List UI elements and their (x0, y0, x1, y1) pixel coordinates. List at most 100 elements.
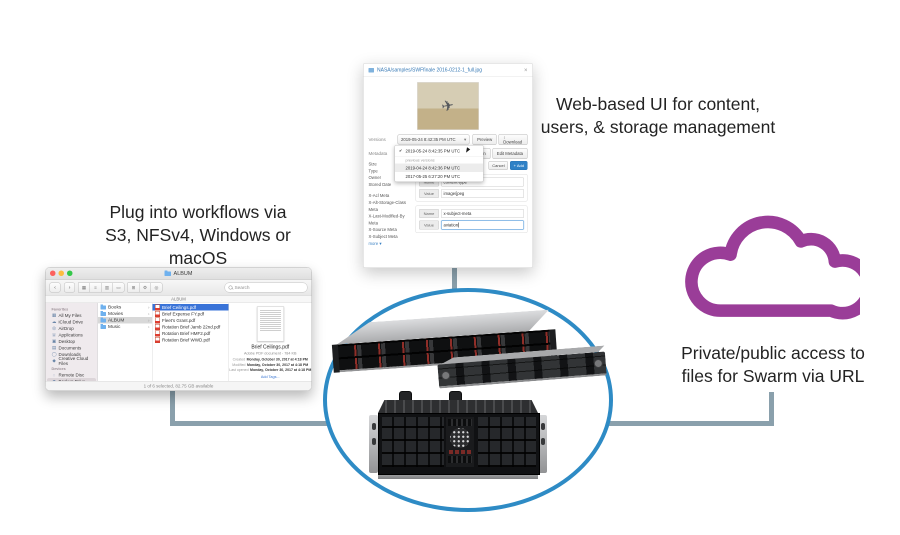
folder-row[interactable]: Music › (98, 323, 152, 331)
sidebar-item[interactable]: Devices (47, 366, 96, 372)
annotation-workflows-line1: Plug into workflows via (109, 202, 287, 222)
view-segment-button[interactable]: ▥ (101, 282, 113, 293)
field-value: content-type (443, 179, 467, 185)
file-name: Rotation Brief WWD.pdf (162, 337, 210, 343)
property-label-text: Size (368, 161, 377, 167)
modal-header: NASA/samples/SWFfinale 2016-0212-1_full.… (363, 64, 533, 77)
meta-key: Created (232, 358, 246, 362)
field-value: x-subject-meta (443, 211, 472, 216)
file-name: Fleet's Grant.pdf (162, 317, 196, 323)
sidebar-item[interactable]: ◌ Remote Disc (47, 372, 96, 379)
back-button[interactable]: ‹ (49, 282, 61, 293)
preview-button[interactable]: Preview (472, 134, 497, 145)
file-row[interactable]: Brief Ceilings.pdf (152, 304, 229, 311)
version-dropdown[interactable]: 2019-05-24 8:42:35 PM UTC ▾ (397, 134, 470, 145)
folder-icon (100, 310, 106, 316)
sidebar-item[interactable]: ▦ All My Files (47, 312, 96, 319)
file-row[interactable]: Rotation Brief WWD.pdf (153, 336, 229, 344)
folder-row[interactable]: ALBUM › (98, 317, 152, 324)
property-label-text: Type (368, 168, 378, 174)
field-input[interactable]: image/jpeg (441, 189, 524, 198)
sidebar-item[interactable]: ◎ AirDrop (47, 325, 96, 332)
field-input[interactable]: x-subject-meta (441, 209, 524, 218)
server3-rack-ear-left (369, 415, 378, 473)
toolbar-action-button[interactable]: ⊞ (127, 282, 140, 293)
metadata-field-row: Value image/jpeg (419, 189, 524, 198)
chevron-right-icon: › (148, 311, 150, 317)
sidebar-item[interactable]: ▤ Documents (47, 345, 96, 352)
status-text: 1 of 6 selected, 82.75 GB available (143, 383, 214, 389)
download-button[interactable]: ↓ Download (498, 134, 528, 145)
connector-cloud-horizontal (608, 421, 774, 426)
file-row[interactable]: Fleet's Grant.pdf (153, 317, 229, 324)
finder-body: Favorites ▦ All My Files ☁ iCloud Drive … (45, 303, 312, 381)
version-menu-label: 2019-05-24 8:42:35 PM UTC (405, 148, 461, 154)
version-menu-item[interactable]: 2019-04-24 8:42:36 PM UTC (395, 163, 483, 172)
property-label-text: X-Alt-Storage-Class Meta (368, 199, 407, 212)
version-menu-item[interactable]: previous versions (395, 156, 483, 164)
annotation-cloud-access: Private/public access to files for Swarm… (662, 342, 884, 388)
toolbar-action-button[interactable]: ⚙ (139, 282, 151, 293)
zoom-window-button[interactable] (67, 270, 73, 276)
property-label: Size (369, 161, 411, 168)
field-input[interactable]: aviation (441, 220, 524, 230)
sidebar-item-icon: ▤ (51, 345, 57, 350)
add-button[interactable]: + Add (510, 161, 528, 170)
forward-button[interactable]: › (64, 282, 75, 293)
search-input[interactable]: Search (224, 282, 308, 293)
annotation-webui-line2: users, & storage management (540, 116, 776, 137)
cloud-icon (685, 215, 860, 320)
modal-title: NASA/samples/SWFfinale 2016-0212-1_full.… (377, 67, 483, 73)
folder-row[interactable]: Movies › (98, 310, 152, 318)
server-4u-storage (369, 391, 547, 483)
server3-grille (448, 419, 472, 426)
sidebar-item-label: iCloud Drive (58, 319, 84, 325)
version-dropdown-menu: ✔ 2019-05-24 8:42:35 PM UTC previous ver… (394, 145, 484, 182)
view-segment-button[interactable]: ▭ (112, 282, 125, 293)
screw-hole (540, 423, 545, 430)
preview-meta-row: Created Monday, October 30, 2017 at 4:18… (232, 358, 309, 363)
preview-file-kind: Adobe PDF document - 784 KB (243, 351, 297, 356)
toolbar-action-button[interactable]: ◎ (150, 282, 163, 293)
file-row[interactable]: Rotation Brief Jamb 22nd.pdf (153, 323, 229, 331)
sidebar-item[interactable]: Ⓐ Applications (47, 332, 96, 339)
sidebar-item[interactable]: ◯ Downloads (47, 351, 96, 358)
minimize-window-button[interactable] (58, 270, 64, 276)
metadata-field-group: Name x-subject-meta Value aviation (415, 205, 528, 233)
server3-bottom-rail (378, 475, 538, 479)
sidebar-item[interactable]: ☁ iCloud Drive (47, 319, 96, 326)
versions-label: Versions (368, 137, 386, 142)
sidebar-item[interactable]: ⏏ Backup Drive (47, 378, 96, 381)
close-window-button[interactable] (50, 270, 56, 276)
preview-meta-row: Last opened Monday, October 30, 2017 at … (229, 368, 311, 373)
cancel-button[interactable]: Cancel (488, 161, 509, 170)
finder-folder-column: Books › Movies › ALBUM › (98, 303, 153, 381)
close-icon[interactable]: × (523, 66, 528, 74)
webui-modal: NASA/samples/SWFfinale 2016-0212-1_full.… (363, 63, 533, 268)
version-menu-item[interactable]: ✔ 2019-05-24 8:42:35 PM UTC (395, 147, 483, 156)
property-label: X-Alt-Storage-Class Meta (369, 199, 411, 213)
annotation-workflows: Plug into workflows via S3, NFSv4, Windo… (76, 201, 320, 269)
view-segment-button[interactable]: ≡ (89, 282, 102, 293)
add-tags-link[interactable]: Add Tags... (260, 374, 280, 379)
sidebar-item-label: All My Files (58, 312, 82, 318)
file-row[interactable]: Brief Expense FY.pdf (153, 310, 229, 318)
folder-name: ALBUM (108, 317, 125, 324)
property-label: Owner (369, 175, 411, 182)
view-segment-button[interactable]: ▦ (78, 282, 90, 293)
property-label-text: X-Source Meta (368, 227, 397, 233)
preview-meta-row: Modified Monday, October 30, 2017 at 4:1… (232, 363, 309, 368)
sidebar-item-icon: ◯ (51, 351, 57, 357)
sidebar-item[interactable]: Favorites (47, 307, 96, 313)
folder-row[interactable]: Books › (98, 304, 152, 311)
server3-center-column (446, 417, 474, 467)
edit-metadata-button[interactable]: Edit Metadata (492, 148, 528, 159)
property-label-text: Owner (368, 175, 382, 181)
property-label-text: X-Acl Meta (368, 193, 390, 199)
chevron-right-icon: › (148, 304, 150, 310)
sidebar-item[interactable]: ▣ Desktop (47, 338, 96, 345)
sidebar-item-icon: ◌ (52, 372, 56, 378)
sidebar-item[interactable]: ◆ Creative Cloud Files (47, 356, 96, 366)
file-row[interactable]: Rotation Brief HMF2.pdf (153, 330, 229, 337)
version-menu-item[interactable]: 2017-05-25 6:27:20 PM UTC (395, 172, 483, 181)
